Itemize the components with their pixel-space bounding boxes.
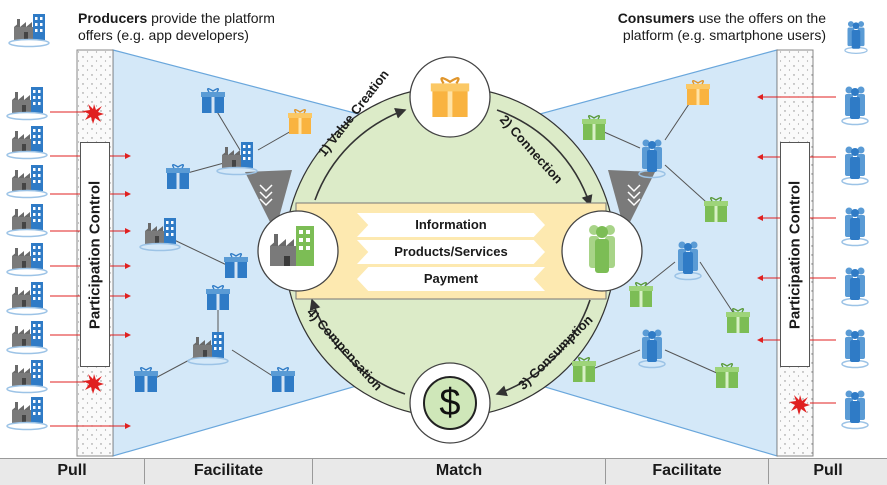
producers-caption: Producers provide the platform offers (e… — [78, 10, 275, 43]
bottom-facilitate-left: Facilitate — [145, 458, 313, 484]
flow-products-services: Products/Services — [357, 240, 545, 264]
bottom-match: Match — [313, 458, 606, 484]
flow-payment: Payment — [357, 267, 545, 291]
consumer-connector — [608, 170, 655, 232]
consumers-caption: Consumers use the offers on the platform… — [617, 10, 826, 43]
producer-connector — [245, 170, 292, 232]
bottom-facilitate-right: Facilitate — [606, 458, 769, 484]
consumer-participation-label: Participation Control — [780, 142, 810, 367]
producer-participation-label: Participation Control — [80, 142, 110, 367]
dollar-icon: $ — [439, 382, 461, 424]
bottom-pull-left: Pull — [0, 458, 145, 484]
bottom-pull-right: Pull — [813, 462, 843, 479]
flow-information: Information — [357, 213, 545, 237]
bottom-bar — [0, 458, 887, 485]
